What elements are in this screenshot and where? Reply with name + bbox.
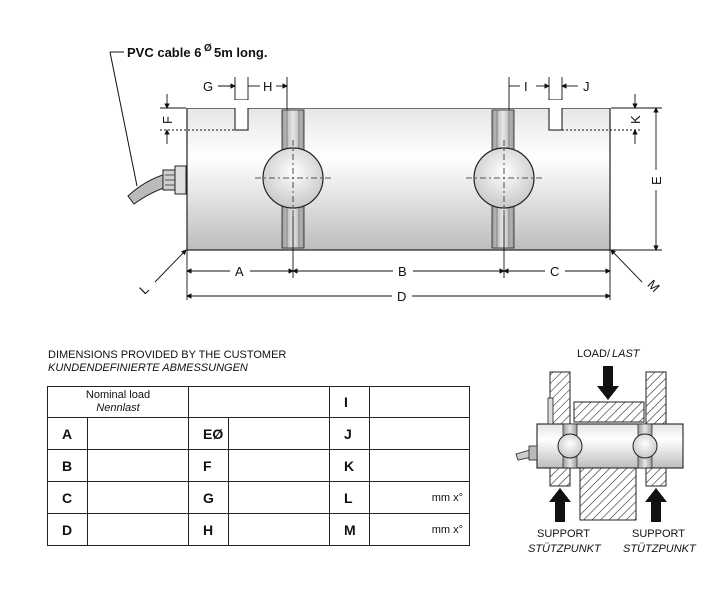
- load-arrow-icon: [597, 366, 619, 400]
- table-row: C G L mm x°: [47, 481, 470, 514]
- table-row: D H M mm x°: [47, 513, 470, 546]
- label-a: A: [47, 417, 88, 450]
- svg-text:G: G: [203, 79, 213, 94]
- cable-gland: [127, 165, 187, 205]
- label-h: H: [188, 513, 229, 546]
- label-f: F: [188, 449, 229, 482]
- svg-text:SUPPORT: SUPPORT: [632, 528, 685, 540]
- label-c: C: [47, 481, 88, 514]
- value-k[interactable]: [369, 449, 470, 482]
- dim-a-b-c: A B C: [186, 216, 611, 279]
- table-row: A EØ J: [47, 417, 470, 450]
- value-j[interactable]: [369, 417, 470, 450]
- nominal-load-value[interactable]: [188, 386, 330, 418]
- support-left-arrow-icon: [549, 488, 571, 522]
- value-m[interactable]: mm x°: [369, 513, 470, 546]
- label-i: I: [329, 386, 370, 418]
- svg-text:Ø: Ø: [204, 43, 212, 54]
- cable-note: PVC cable 6 Ø 5m long.: [109, 43, 267, 187]
- value-l[interactable]: mm x°: [369, 481, 470, 514]
- svg-text:L: L: [136, 281, 152, 297]
- dimensions-heading-de: KUNDENDEFINIERTE ABMESSUNGEN: [48, 362, 248, 374]
- svg-text:C: C: [550, 264, 559, 279]
- svg-text:J: J: [583, 79, 590, 94]
- dim-f: F: [160, 94, 235, 144]
- value-d[interactable]: [87, 513, 189, 546]
- label-j: J: [329, 417, 370, 450]
- load-cell-body: [186, 99, 611, 251]
- dimensions-heading: DIMENSIONS PROVIDED BY THE CUSTOMER KUND…: [48, 349, 286, 375]
- dim-i-j: I J: [508, 77, 590, 110]
- dimensions-heading-en: DIMENSIONS PROVIDED BY THE CUSTOMER: [48, 349, 287, 361]
- dimensions-table: Nominal load Nennlast I A EØ J B F K C G…: [47, 386, 470, 546]
- svg-text:STÜTZPUNKT: STÜTZPUNKT: [623, 543, 697, 555]
- table-row: B F K: [47, 449, 470, 482]
- svg-text:STÜTZPUNKT: STÜTZPUNKT: [528, 543, 602, 555]
- label-m: M: [329, 513, 370, 546]
- svg-text:B: B: [398, 264, 407, 279]
- support-right-arrow-icon: [645, 488, 667, 522]
- dim-d: D: [186, 289, 611, 304]
- value-g[interactable]: [228, 481, 330, 514]
- value-b[interactable]: [87, 449, 189, 482]
- svg-text:5m long.: 5m long.: [214, 45, 267, 60]
- dim-e: E: [611, 107, 664, 251]
- svg-text:F: F: [160, 116, 175, 124]
- mounting-diagram: LOAD/ LAST SUPPORT STÜTZPUNKT SUPPORT ST…: [515, 348, 697, 555]
- svg-text:I: I: [524, 79, 528, 94]
- label-g: G: [188, 481, 229, 514]
- nominal-load-de: Nennlast: [96, 402, 140, 414]
- value-i[interactable]: [369, 386, 470, 418]
- value-e[interactable]: [228, 417, 330, 450]
- label-b: B: [47, 449, 88, 482]
- svg-text:A: A: [235, 264, 244, 279]
- value-f[interactable]: [228, 449, 330, 482]
- dim-l: L: [136, 249, 188, 300]
- svg-text:PVC cable 6: PVC cable 6: [127, 45, 201, 60]
- table-row: Nominal load Nennlast I: [47, 386, 470, 418]
- svg-text:SUPPORT: SUPPORT: [537, 528, 590, 540]
- nominal-load-en: Nominal load: [85, 389, 151, 401]
- svg-text:M: M: [645, 277, 663, 295]
- svg-text:LAST: LAST: [612, 348, 641, 360]
- value-h[interactable]: [228, 513, 330, 546]
- value-c[interactable]: [87, 481, 189, 514]
- label-e: EØ: [188, 417, 229, 450]
- label-l: L: [329, 481, 370, 514]
- svg-text:LOAD/: LOAD/: [577, 348, 611, 360]
- label-d: D: [47, 513, 88, 546]
- svg-text:H: H: [263, 79, 272, 94]
- label-k: K: [329, 449, 370, 482]
- value-a[interactable]: [87, 417, 189, 450]
- dim-g-h: G H: [203, 77, 288, 110]
- dim-m: M: [609, 249, 663, 300]
- svg-text:K: K: [628, 115, 643, 124]
- svg-text:E: E: [649, 176, 664, 185]
- svg-text:D: D: [397, 289, 406, 304]
- nominal-load-header: Nominal load Nennlast: [47, 386, 189, 418]
